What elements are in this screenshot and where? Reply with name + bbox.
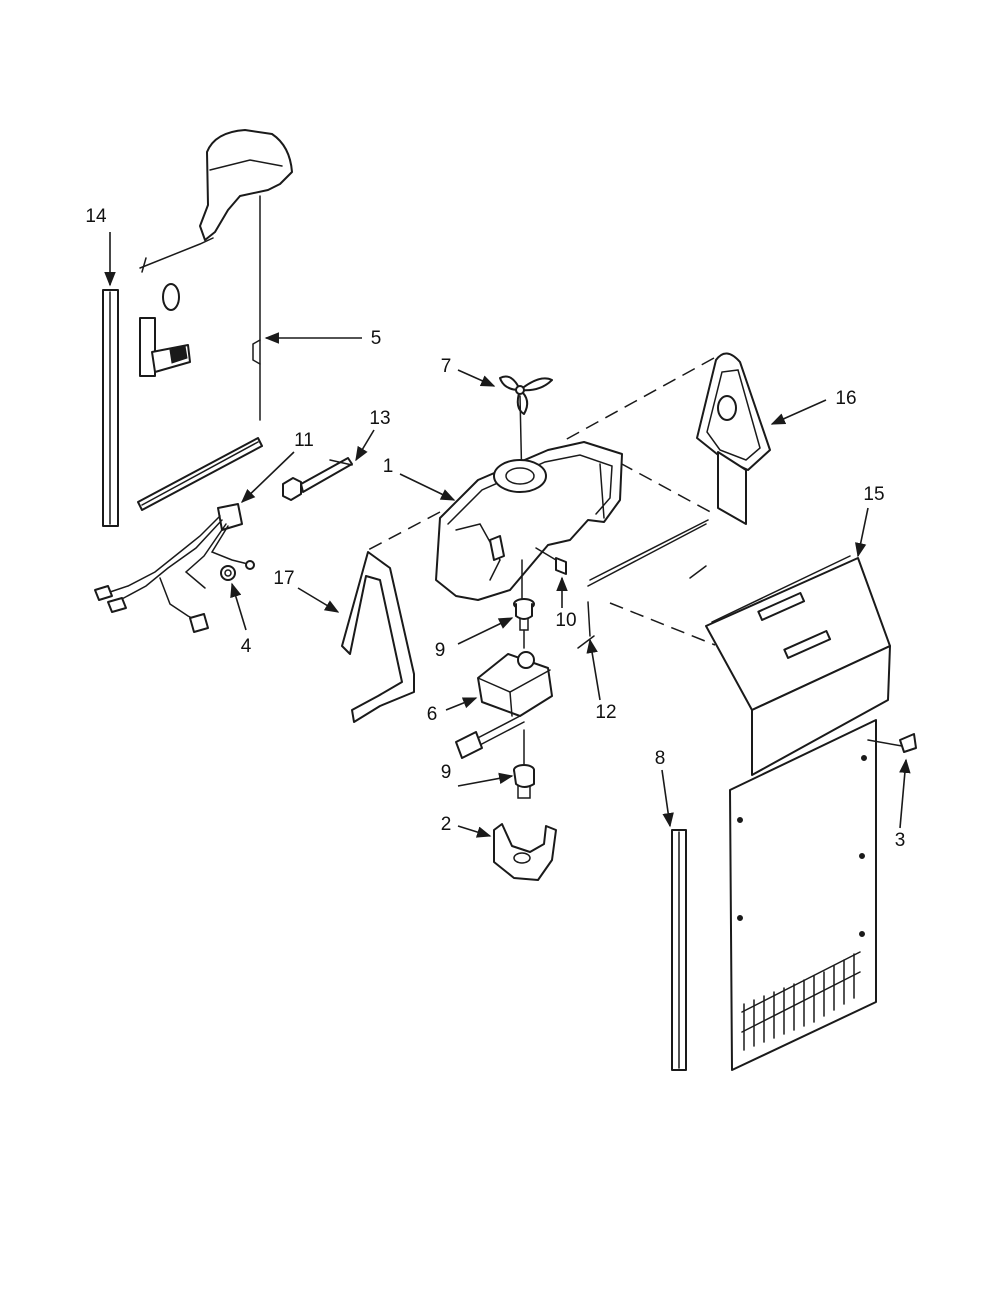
callout-1: 1 <box>383 456 394 477</box>
part-1-fan-housing <box>435 441 623 601</box>
part-13-plug <box>282 457 353 501</box>
callout-14: 14 <box>85 206 107 227</box>
callout-9-upper: 9 <box>435 640 446 661</box>
part-10-screw <box>535 547 567 575</box>
callout-6: 6 <box>427 704 438 725</box>
part-3-screw <box>867 733 917 753</box>
part-8-vertical-strip <box>671 829 687 1071</box>
alignment-lines <box>367 357 717 646</box>
leader-lines <box>104 232 911 838</box>
part-9-grommet-lower <box>513 764 535 799</box>
callout-labels: 14 5 7 16 13 11 1 15 17 4 10 9 12 6 8 9 … <box>85 206 905 851</box>
callout-2: 2 <box>441 814 452 835</box>
part-11-wire-harness <box>94 503 255 633</box>
part-5-air-duct <box>137 129 293 511</box>
callout-12: 12 <box>595 702 616 723</box>
callout-7: 7 <box>441 356 452 377</box>
callout-13: 13 <box>369 408 390 429</box>
callout-3: 3 <box>895 830 906 851</box>
part-17-side-bracket <box>341 551 415 723</box>
part-15-grille-vents <box>741 951 861 1051</box>
callout-5: 5 <box>371 328 382 349</box>
part-12-clip <box>577 519 709 649</box>
callout-16: 16 <box>835 388 856 409</box>
part-2-motor-bracket <box>493 823 557 881</box>
callout-15: 15 <box>863 484 884 505</box>
part-16-bracket <box>696 352 771 525</box>
callout-4: 4 <box>241 636 252 657</box>
callout-17: 17 <box>273 568 294 589</box>
callout-11: 11 <box>294 430 314 451</box>
callout-9-lower: 9 <box>441 762 452 783</box>
callout-8: 8 <box>655 748 666 769</box>
part-15-front-panel <box>705 555 891 1071</box>
callout-10: 10 <box>555 610 576 631</box>
part-14-gasket-strip <box>102 289 119 527</box>
part-9-grommet-upper <box>513 559 535 649</box>
part-6-fan-motor <box>455 651 553 767</box>
